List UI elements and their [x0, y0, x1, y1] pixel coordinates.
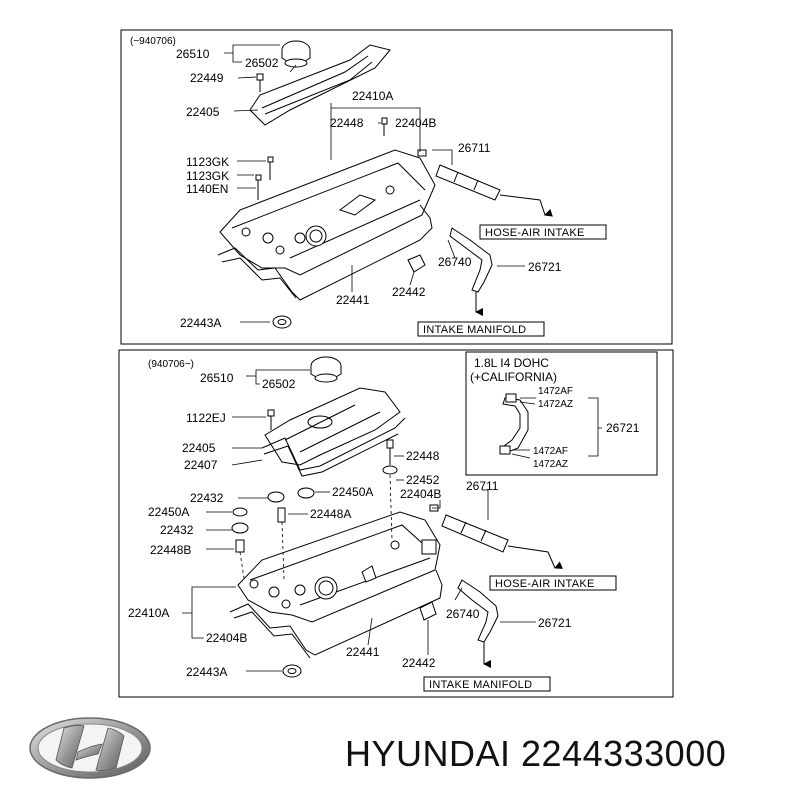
bottom-label-22404B-a: 22404B [400, 487, 441, 501]
bottom-label-22448B: 22448B [150, 543, 191, 557]
brand-part-number: HYUNDAI 2244333000 [345, 733, 727, 774]
inset-label-1472AZ-b: 1472AZ [533, 459, 568, 470]
top-small-bolts [255, 117, 427, 200]
inset-label-1472AF-b: 1472AF [533, 446, 568, 457]
bottom-label-26740: 26740 [446, 607, 480, 621]
bottom-head-cover [237, 511, 441, 623]
top-label-22443A: 22443A [180, 316, 221, 330]
bottom-gasket-22407 [261, 417, 406, 477]
bottom-grommet-22442 [419, 601, 437, 621]
top-leader-lines [224, 44, 525, 323]
top-label-26510: 26510 [176, 47, 210, 61]
top-label-26711: 26711 [458, 141, 491, 155]
bottom-intake-manifold-box [423, 676, 551, 692]
bottom-hose-26721 [457, 579, 499, 668]
bottom-label-22410A: 22410A [128, 606, 169, 620]
inset-leaders [511, 397, 602, 459]
bottom-oil-cap [310, 356, 342, 383]
top-label-22442: 22442 [392, 285, 426, 299]
top-label-1140EN: 1140EN [186, 182, 228, 196]
bottom-panel-frame [118, 349, 674, 698]
bottom-small-hardware [231, 409, 439, 553]
top-label-26502: 26502 [245, 56, 279, 70]
bottom-label-26510: 26510 [200, 371, 234, 385]
top-label-26721: 26721 [528, 260, 562, 274]
top-intake-manifold-box [417, 321, 545, 337]
top-hose-air-intake-box [479, 224, 607, 240]
bottom-hose-air-intake-label: HOSE-AIR INTAKE [495, 578, 595, 590]
top-label-22448: 22448 [330, 116, 364, 130]
bottom-label-22441: 22441 [346, 645, 380, 659]
bottom-label-22432-b: 22432 [160, 523, 194, 537]
top-intake-manifold-label: INTAKE MANIFOLD [423, 324, 526, 336]
inset-label-1472AZ-a: 1472AZ [538, 399, 573, 410]
bottom-variant-label: (940706−) [148, 359, 194, 370]
bottom-hose-26711 [441, 514, 564, 569]
top-cover-22405 [249, 44, 391, 126]
bottom-leader-lines [182, 369, 536, 672]
top-washer-22443A [272, 315, 292, 329]
bottom-label-22432-a: 22432 [190, 491, 224, 505]
bottom-label-22405: 22405 [182, 441, 216, 455]
bottom-label-22443A: 22443A [186, 665, 227, 679]
top-hose-26721 [449, 227, 493, 316]
bottom-cover-22405 [264, 387, 401, 466]
bottom-label-26502: 26502 [262, 377, 296, 391]
top-label-1123GK-a: 1123GK [186, 155, 229, 169]
bottom-dash-lines [239, 474, 393, 581]
inset-frame [465, 351, 658, 476]
bottom-label-22404B-b: 22404B [206, 631, 247, 645]
top-label-22404B: 22404B [395, 116, 436, 130]
bottom-label-22448A: 22448A [310, 507, 351, 521]
hyundai-logo-icon [29, 717, 151, 779]
top-hose-air-intake-label: HOSE-AIR INTAKE [485, 227, 585, 239]
inset-label-1472AF-a: 1472AF [538, 386, 573, 397]
bottom-label-26721: 26721 [538, 616, 572, 630]
bottom-inset: 1.8L I4 DOHC (+CALIFORNIA) 1472AF 1472AZ… [465, 351, 658, 476]
inset-hose [499, 393, 529, 455]
bottom-label-22448: 22448 [406, 449, 440, 463]
bottom-label-22452: 22452 [406, 473, 440, 487]
inset-title-1: 1.8L I4 DOHC [474, 356, 549, 370]
bottom-hose-air-intake-box [489, 575, 617, 591]
top-head-cover [219, 149, 436, 276]
top-variant-label: (−940706) [130, 36, 176, 47]
top-label-26740: 26740 [438, 255, 472, 269]
top-grommet-22442 [407, 254, 426, 273]
bottom-label-1122EJ: 1122EJ [186, 411, 226, 425]
top-gasket-22441 [217, 204, 433, 301]
bottom-gasket-22441 [229, 569, 443, 659]
bottom-label-22407: 22407 [184, 458, 218, 472]
inset-label-26721: 26721 [606, 421, 640, 435]
bottom-label-22442: 22442 [402, 656, 436, 670]
bottom-label-22450A-b: 22450A [148, 505, 189, 519]
top-bolt-22449 [256, 73, 264, 92]
bottom-panel: (940706−) 1.8L I4 DOHC (+CALIFORNIA) 147… [118, 349, 674, 698]
top-label-22405: 22405 [186, 105, 220, 119]
bottom-washer-22443A [282, 664, 302, 678]
inset-title-2: (+CALIFORNIA) [470, 370, 557, 384]
bottom-label-26711: 26711 [466, 479, 499, 493]
bottom-intake-manifold-label: INTAKE MANIFOLD [429, 679, 532, 691]
top-label-1123GK-b: 1123GK [186, 169, 229, 183]
top-label-22441: 22441 [336, 293, 370, 307]
top-oil-cap [281, 40, 311, 68]
top-label-22449: 22449 [190, 71, 224, 85]
top-panel: (−940706) [120, 29, 673, 345]
top-label-22410A: 22410A [352, 89, 393, 103]
top-panel-frame [120, 29, 673, 345]
top-hose-26711 [435, 164, 553, 217]
bottom-label-22450A-a: 22450A [332, 485, 373, 499]
